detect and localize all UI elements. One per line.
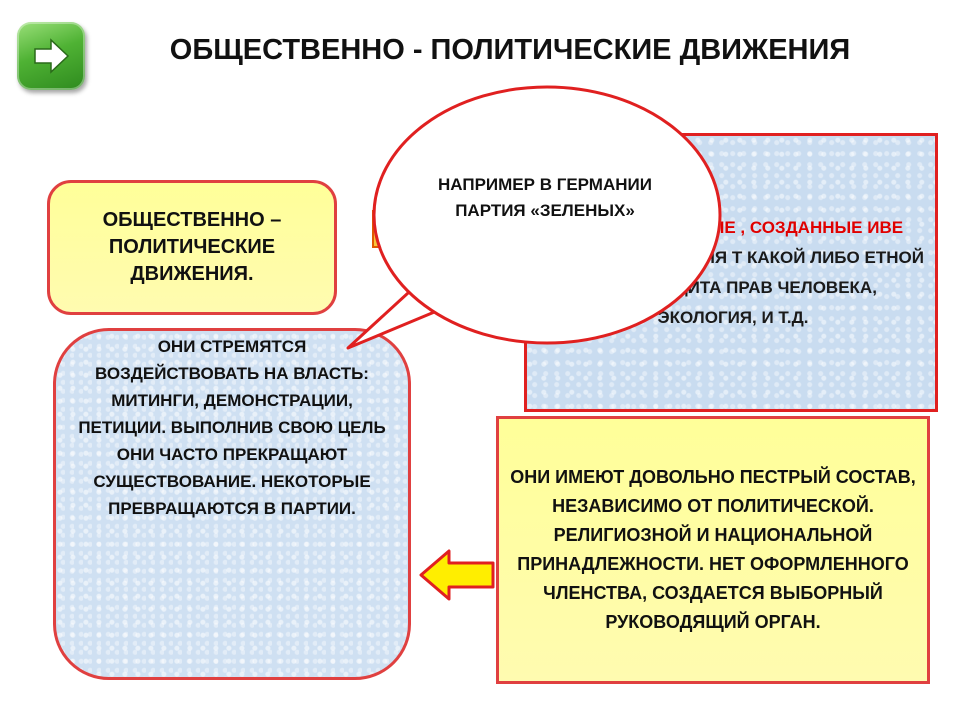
next-slide-button[interactable]	[17, 22, 85, 90]
callout-text: НАПРИМЕР В ГЕРМАНИИ ПАРТИЯ «ЗЕЛЕНЫХ»	[438, 175, 652, 220]
composition-box: ОНИ ИМЕЮТ ДОВОЛЬНО ПЕСТРЫЙ СОСТАВ, НЕЗАВ…	[496, 416, 930, 684]
slide-title: ОБЩЕСТВЕННО - ПОЛИТИЧЕСКИЕ ДВИЖЕНИЯ	[169, 34, 851, 66]
definition-box: ОБЩЕСТВЕННО – ПОЛИТИЧЕСКИЕ ДВИЖЕНИЯ.	[47, 180, 337, 315]
methods-text: ОНИ СТРЕМЯТСЯ ВОЗДЕЙСТВОВАТЬ НА ВЛАСТЬ: …	[78, 337, 386, 518]
arrow-left-icon	[419, 549, 495, 601]
methods-box: ОНИ СТРЕМЯТСЯ ВОЗДЕЙСТВОВАТЬ НА ВЛАСТЬ: …	[53, 328, 411, 680]
arrow-right-icon	[34, 38, 70, 74]
